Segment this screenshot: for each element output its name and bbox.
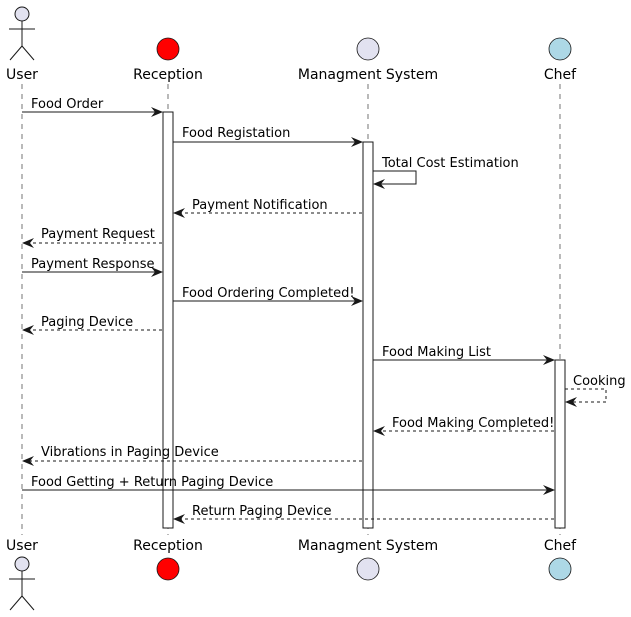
entity-icon xyxy=(156,557,180,581)
activation-bar-reception xyxy=(162,111,174,529)
entity-icon xyxy=(356,37,380,61)
activation-bars xyxy=(162,111,566,529)
entity-icon xyxy=(548,37,572,61)
activation-bar-chef xyxy=(554,359,566,529)
message-food-order: Food Order xyxy=(22,97,163,117)
participant-label: User xyxy=(6,538,38,554)
message-cooking: Cooking xyxy=(565,374,626,407)
message-food-ordering-completed: Food Ordering Completed! xyxy=(173,286,363,306)
participant-label: Chef xyxy=(544,67,577,83)
message-label: Cooking xyxy=(573,374,626,389)
participant-managment-system-top: Managment System xyxy=(298,37,438,83)
participant-label: Reception xyxy=(133,67,203,83)
message-return-paging-device: Return Paging Device xyxy=(173,504,554,524)
participant-chef-top: Chef xyxy=(544,37,577,83)
message-label: Food Ordering Completed! xyxy=(182,286,355,301)
message-payment-response: Payment Response xyxy=(22,257,163,277)
messages: Food Order Food Registation Total Cost E… xyxy=(22,97,626,524)
lifelines xyxy=(21,84,561,535)
message-label: Food Making Completed! xyxy=(392,416,554,431)
message-arrow xyxy=(373,170,417,189)
message-label: Return Paging Device xyxy=(192,504,331,519)
entity-icon xyxy=(156,37,180,61)
message-payment-notification: Payment Notification xyxy=(173,198,362,218)
participant-label: Reception xyxy=(133,538,203,554)
participant-label: Managment System xyxy=(298,538,438,554)
participant-reception-bottom: Reception xyxy=(133,538,203,581)
message-label: Food Getting + Return Paging Device xyxy=(31,475,273,490)
message-label: Food Registation xyxy=(182,126,290,141)
participant-label: User xyxy=(6,67,38,83)
entity-icon xyxy=(548,557,572,581)
activation-bar-managment-system xyxy=(362,141,374,529)
message-total-cost-estimation: Total Cost Estimation xyxy=(373,156,519,189)
message-paging-device: Paging Device xyxy=(22,315,162,335)
message-food-registation: Food Registation xyxy=(173,126,363,147)
message-label: Paging Device xyxy=(41,315,133,330)
message-label: Payment Response xyxy=(31,257,154,272)
participant-user-bottom: User xyxy=(6,538,38,611)
message-label: Payment Notification xyxy=(192,198,328,213)
message-payment-request: Payment Request xyxy=(22,227,162,248)
message-food-making-completed: Food Making Completed! xyxy=(373,416,554,436)
participant-reception-top: Reception xyxy=(133,37,203,83)
message-arrow xyxy=(565,388,607,407)
actor-icon xyxy=(9,6,35,61)
message-label: Vibrations in Paging Device xyxy=(41,445,219,460)
participant-managment-system-bottom: Managment System xyxy=(298,538,438,581)
participant-user-top: User xyxy=(6,6,38,83)
message-label: Food Making List xyxy=(382,345,491,360)
message-label: Total Cost Estimation xyxy=(381,156,519,171)
message-food-making-list: Food Making List xyxy=(373,345,555,365)
participant-chef-bottom: Chef xyxy=(544,538,577,581)
actor-icon xyxy=(9,556,35,611)
message-label: Food Order xyxy=(31,97,104,112)
message-food-getting-return-paging-device: Food Getting + Return Paging Device xyxy=(22,475,555,495)
participant-label: Chef xyxy=(544,538,577,554)
entity-icon xyxy=(356,557,380,581)
participant-label: Managment System xyxy=(298,67,438,83)
message-vibrations-in-paging-device: Vibrations in Paging Device xyxy=(22,445,362,466)
message-label: Payment Request xyxy=(41,227,155,242)
